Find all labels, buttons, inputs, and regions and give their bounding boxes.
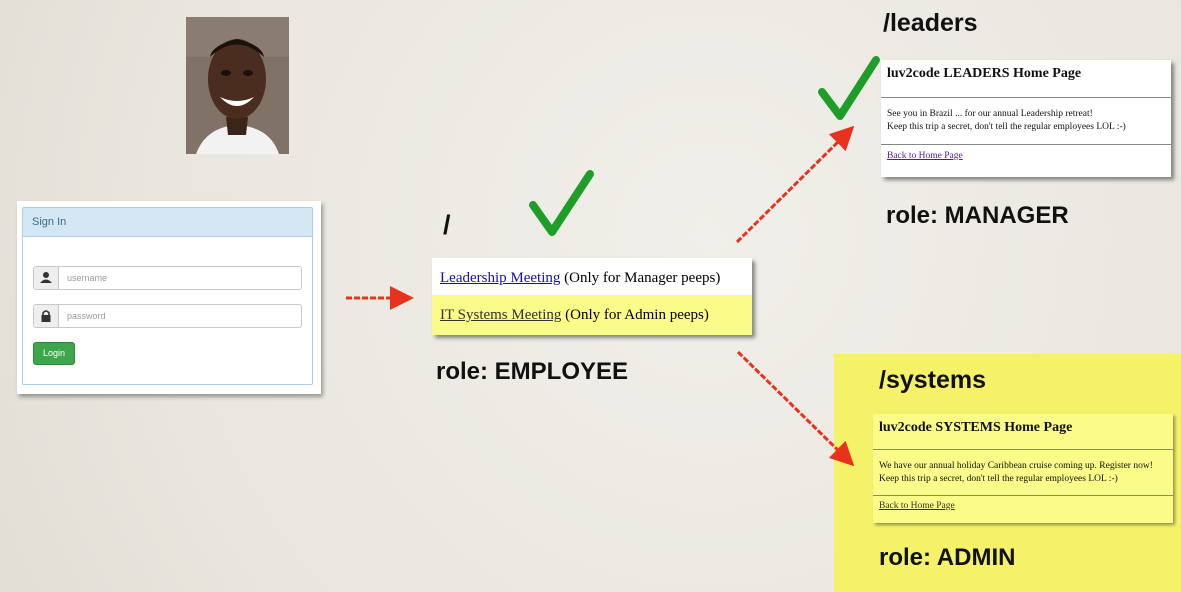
leaders-line1: See you in Brazil ... for our annual Lea… <box>887 109 1093 119</box>
leaders-divider-top <box>881 97 1171 98</box>
leaders-checkmark-icon <box>818 56 880 120</box>
leadership-row: Leadership Meeting (Only for Manager pee… <box>432 258 752 295</box>
systems-line2: Keep this trip a secret, don't tell the … <box>879 474 1118 484</box>
login-header: Sign In <box>23 208 312 237</box>
leadership-meeting-note: (Only for Manager peeps) <box>560 270 721 286</box>
systems-row: IT Systems Meeting (Only for Admin peeps… <box>432 295 752 335</box>
checkmark-icon <box>529 170 594 236</box>
systems-back-link[interactable]: Back to Home Page <box>879 501 955 511</box>
login-form: Sign In username password Login <box>22 207 313 385</box>
root-path-label: / <box>443 210 451 240</box>
password-placeholder: password <box>67 311 106 321</box>
arrow-to-leaders-icon <box>735 125 855 244</box>
login-panel: Sign In username password Login <box>17 201 321 394</box>
username-input[interactable]: username <box>33 266 302 290</box>
admin-role-label: role: ADMIN <box>879 544 1016 571</box>
password-input[interactable]: password <box>33 304 302 328</box>
leaders-back-link[interactable]: Back to Home Page <box>887 151 963 161</box>
employee-role-label: role: EMPLOYEE <box>436 358 629 385</box>
systems-divider-bottom <box>873 495 1173 496</box>
manager-role-label: role: MANAGER <box>886 202 1069 229</box>
root-page: Leadership Meeting (Only for Manager pee… <box>432 258 752 335</box>
leaders-line2: Keep this trip a secret, don't tell the … <box>887 122 1126 132</box>
it-systems-meeting-note: (Only for Admin peeps) <box>561 307 709 323</box>
leaders-heading: luv2code LEADERS Home Page <box>887 66 1082 81</box>
it-systems-meeting-link[interactable]: IT Systems Meeting <box>440 307 562 323</box>
systems-line1: We have our annual holiday Caribbean cru… <box>879 461 1153 471</box>
login-button[interactable]: Login <box>33 342 75 365</box>
leaders-divider-bottom <box>881 144 1171 145</box>
systems-path-label: /systems <box>879 366 987 394</box>
systems-divider-top <box>873 449 1173 450</box>
user-photo <box>186 17 289 154</box>
username-placeholder: username <box>67 273 108 283</box>
leaders-page: luv2code LEADERS Home Page See you in Br… <box>881 60 1171 177</box>
leadership-meeting-link[interactable]: Leadership Meeting <box>440 270 561 286</box>
lock-icon <box>34 305 59 327</box>
systems-heading: luv2code SYSTEMS Home Page <box>879 420 1073 435</box>
systems-page: luv2code SYSTEMS Home Page We have our a… <box>873 414 1173 523</box>
user-icon <box>34 267 59 289</box>
person-portrait-icon <box>186 17 289 154</box>
leaders-path-label: /leaders <box>883 9 978 37</box>
